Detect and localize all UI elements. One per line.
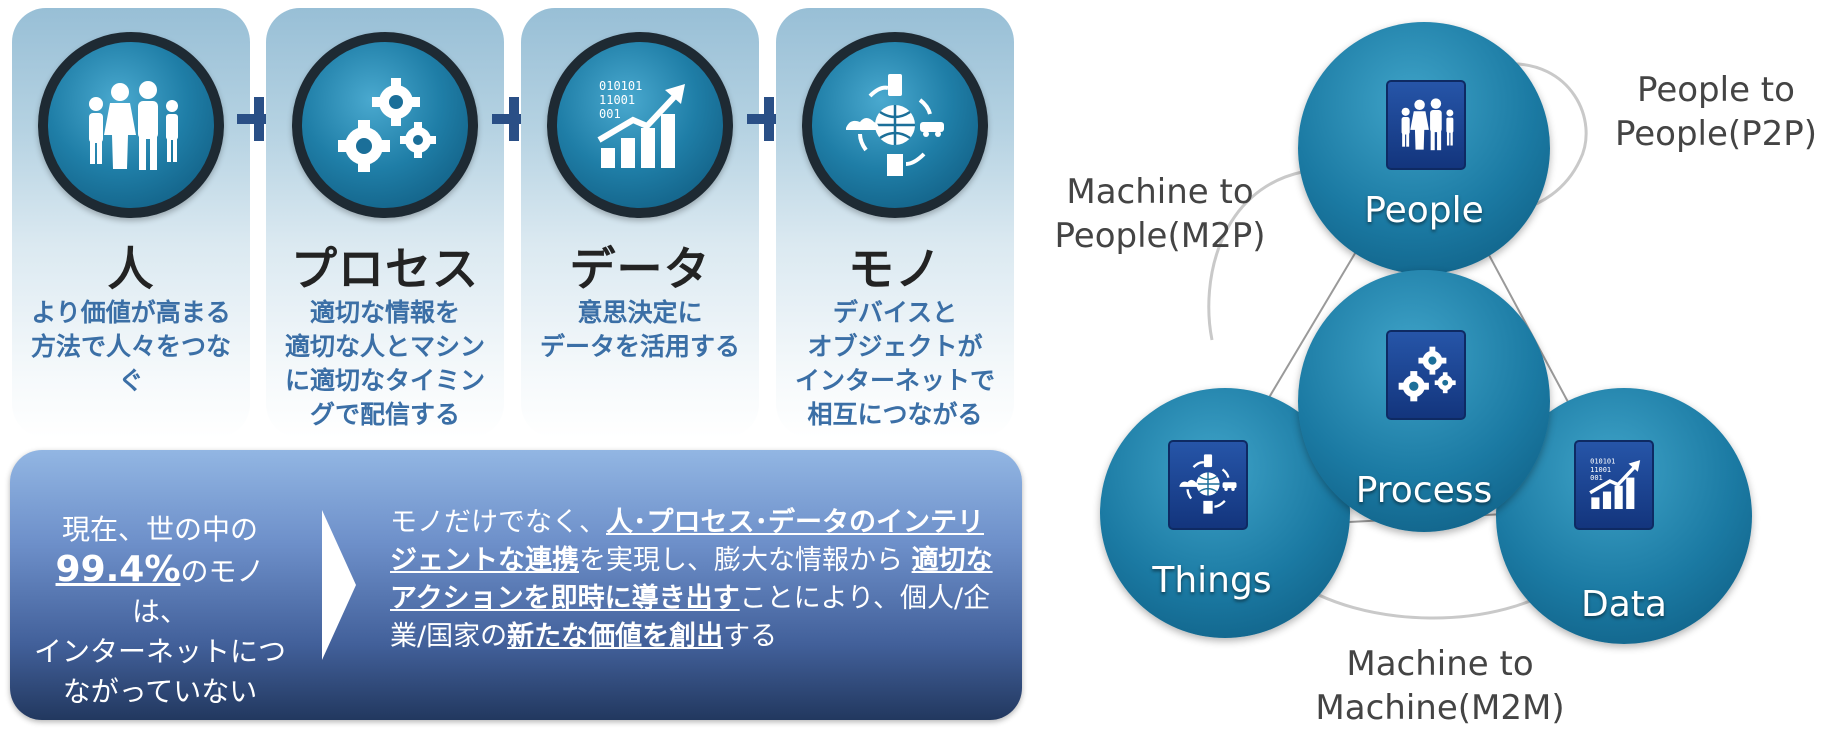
vision-part1: モノだけでなく、 xyxy=(390,507,606,538)
p2p-loop xyxy=(1505,62,1588,214)
data-tile xyxy=(1574,440,1654,530)
stat-line2: のモノは、 xyxy=(131,555,265,628)
plus-icon xyxy=(747,97,791,141)
m2p-label: Machine to People(M2P) xyxy=(1054,172,1266,256)
element-panel-data: データ 意思決定に データを活用する xyxy=(521,8,759,438)
p2p-label: People to People(P2P) xyxy=(1614,70,1818,154)
node-people: People xyxy=(1298,22,1550,274)
people-badge xyxy=(38,32,224,218)
people-icon xyxy=(1401,98,1454,151)
element-title: プロセス xyxy=(291,242,479,296)
node-label: People xyxy=(1364,190,1484,231)
element-description: 適切な情報を 適切な人とマシン に適切なタイミン グで配信する xyxy=(284,298,485,429)
node-label: Data xyxy=(1581,584,1667,625)
stat-highlight: 99.4% xyxy=(55,549,181,590)
data-badge xyxy=(547,32,733,218)
element-title: 人 xyxy=(107,242,155,296)
element-title: データ xyxy=(569,242,711,296)
vision-part2: を実現し、膨大な情報から xyxy=(579,545,903,576)
vision-emphasis-2: 適切なアクションを即時に導き出す xyxy=(390,545,993,614)
m2m-label: Machine to Machine(M2M) xyxy=(1315,644,1565,728)
vision-text: モノだけでなく、人･プロセス･データのインテリジェントな連携を実現し、膨大な情報… xyxy=(390,504,1000,656)
node-label: Things xyxy=(1152,560,1272,601)
element-description: より価値が高まる 方法で人々をつな ぐ xyxy=(30,298,231,395)
m2p-arc xyxy=(1207,170,1303,341)
stat-line4: ながっていない xyxy=(62,675,258,708)
element-description: デバイスと オブジェクトが インターネットで 相互につながる xyxy=(794,298,995,429)
element-title: モノ xyxy=(848,242,942,296)
vision-emphasis-1: 人･プロセス･データのインテリジェントな連携 xyxy=(390,507,984,576)
vision-part4: する xyxy=(723,621,778,652)
chevron-right-icon xyxy=(322,510,356,660)
process-badge xyxy=(292,32,478,218)
plus-icon xyxy=(492,97,536,141)
element-panel-process: プロセス 適切な情報を 適切な人とマシン に適切なタイミン グで配信する xyxy=(266,8,504,438)
plus-icon xyxy=(237,97,281,141)
element-description: 意思決定に データを活用する xyxy=(539,298,740,361)
message-box: 現在、世の中の 99.4%のモノは、 インターネットにつ ながっていない モノだ… xyxy=(10,450,1022,720)
vision-emphasis-3: 新たな価値を創出 xyxy=(507,621,724,652)
things-badge xyxy=(802,32,988,218)
stat-line1: 現在、世の中の xyxy=(61,513,258,546)
process-tile xyxy=(1386,330,1466,420)
stat-text: 現在、世の中の 99.4%のモノは、 インターネットにつ ながっていない xyxy=(30,510,290,712)
element-panel-people: 人 より価値が高まる 方法で人々をつな ぐ xyxy=(12,8,250,438)
node-process: Process xyxy=(1298,270,1550,532)
things-tile xyxy=(1168,440,1248,530)
data-chart-icon xyxy=(1588,455,1642,511)
vision-part3: ことにより、個人/企業/国家の xyxy=(390,583,991,652)
gears-icon xyxy=(1398,346,1456,402)
node-label: Process xyxy=(1355,470,1493,511)
stat-line3: インターネットにつ xyxy=(33,635,286,668)
element-panel-things: モノ デバイスと オブジェクトが インターネットで 相互につながる xyxy=(776,8,1014,438)
connected-devices-icon xyxy=(1178,453,1238,515)
people-tile xyxy=(1386,80,1466,170)
